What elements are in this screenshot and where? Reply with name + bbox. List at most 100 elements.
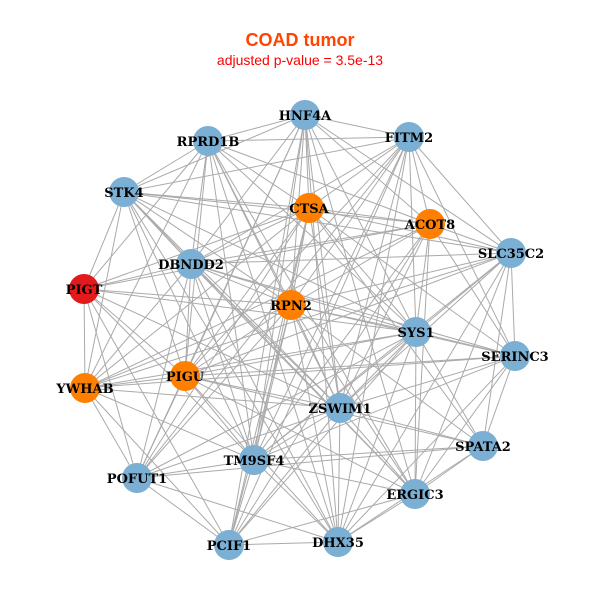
edge-POFUT1-PCIF1 [136,477,230,546]
node-circle [193,126,223,156]
edge-DBNDD2-PIGU [184,263,192,377]
node-label: SERINC3 [481,350,548,365]
node-label: YWHAB [55,382,113,397]
edge-SYS1-ZSWIM1 [339,331,417,409]
edge-RPN2-YWHAB [84,304,292,389]
edge-STK4-SLC35C2 [123,191,512,254]
edge-ACOT8-ERGIC3 [414,223,431,495]
node-circle [70,373,100,403]
edge-STK4-ACOT8 [123,191,431,225]
edge-ZSWIM1-PCIF1 [228,407,341,546]
node-pofut1: POFUT1 [107,463,167,493]
node-dhx35: DHX35 [312,527,364,557]
node-circle [415,209,445,239]
node-circle [122,463,152,493]
edge-CTSA-SPATA2 [308,207,484,447]
edge-FITM2-PCIF1 [228,136,410,546]
node-circle [176,249,206,279]
edge-SYS1-PCIF1 [228,331,417,546]
edge-ACOT8-YWHAB [84,223,431,389]
edge-SERINC3-TM9SF4 [253,355,516,461]
node-circle [276,290,306,320]
edge-CTSA-SLC35C2 [308,207,512,254]
node-circle [294,193,324,223]
edge-SLC35C2-ERGIC3 [414,252,512,495]
edge-PIGU-POFUT1 [136,375,186,479]
edge-PCIF1-DHX35 [228,541,339,546]
edge-RPRD1B-ZSWIM1 [207,140,341,409]
node-hnf4a: HNF4A [279,100,332,130]
edge-HNF4A-DHX35 [304,114,339,543]
edge-RPRD1B-STK4 [123,140,209,193]
node-label: HNF4A [279,109,332,124]
node-circle [170,361,200,391]
edge-STK4-RPN2 [123,191,292,306]
edge-HNF4A-FITM2 [304,114,410,138]
edge-DBNDD2-DHX35 [190,263,339,543]
edge-FITM2-STK4 [123,136,410,193]
node-label: SPATA2 [455,440,511,455]
edge-ACOT8-DBNDD2 [190,223,431,265]
edge-ERGIC3-PCIF1 [228,493,416,546]
edge-RPRD1B-ERGIC3 [207,140,416,495]
edge-DBNDD2-PIGT [83,263,192,290]
node-label: RPN2 [270,299,312,314]
node-circle [109,177,139,207]
edge-FITM2-SLC35C2 [408,136,512,254]
edge-ERGIC3-DHX35 [337,493,416,543]
node-label: PIGU [166,370,205,385]
edge-STK4-TM9SF4 [123,191,255,461]
node-label: RPRD1B [177,135,240,150]
edge-DBNDD2-SERINC3 [190,263,516,357]
edge-RPRD1B-FITM2 [207,136,410,142]
edge-HNF4A-CTSA [304,114,310,209]
edge-CTSA-DBNDD2 [190,207,310,265]
node-serinc3: SERINC3 [481,341,549,371]
edge-SLC35C2-DHX35 [337,252,512,543]
edge-CTSA-SYS1 [308,207,417,333]
node-stk4: STK4 [104,177,144,207]
edge-ZSWIM1-TM9SF4 [253,407,341,461]
edge-STK4-YWHAB [84,191,125,389]
node-circle [325,393,355,423]
edge-SERINC3-SPATA2 [482,355,516,447]
edge-CTSA-TM9SF4 [253,207,310,461]
edge-SLC35C2-SPATA2 [482,252,512,447]
edge-HNF4A-ERGIC3 [304,114,416,495]
node-circle [290,100,320,130]
node-circle [496,238,526,268]
edges [83,114,516,546]
edge-RPN2-ZSWIM1 [290,304,341,409]
edge-SLC35C2-TM9SF4 [253,252,512,461]
edge-SPATA2-TM9SF4 [253,445,484,461]
edge-SERINC3-PIGU [184,355,516,377]
edge-FITM2-SERINC3 [408,136,516,357]
edge-CTSA-PIGT [83,207,310,290]
node-label: PIGT [66,283,103,298]
node-circle [69,274,99,304]
edge-ZSWIM1-ERGIC3 [339,407,416,495]
edge-TM9SF4-ERGIC3 [253,459,416,495]
node-circle [239,445,269,475]
node-rpn2: RPN2 [270,290,312,320]
edge-RPRD1B-YWHAB [84,140,209,389]
node-sys1: SYS1 [397,317,435,347]
edge-ZSWIM1-DHX35 [337,407,341,543]
node-fitm2: FITM2 [385,122,433,152]
node-tm9sf4: TM9SF4 [224,445,284,475]
edge-ZSWIM1-SPATA2 [339,407,484,447]
node-circle [394,122,424,152]
edge-DBNDD2-ZSWIM1 [190,263,341,409]
edge-PIGU-ERGIC3 [184,375,416,495]
edge-RPN2-SPATA2 [290,304,484,447]
node-pigt: PIGT [66,274,103,304]
node-label: STK4 [104,186,143,201]
edge-SYS1-SERINC3 [415,331,516,357]
edge-FITM2-ZSWIM1 [339,136,410,409]
edge-ZSWIM1-POFUT1 [136,407,341,479]
node-pcif1: PCIF1 [207,530,251,560]
edge-CTSA-PIGU [184,207,310,377]
edge-SYS1-YWHAB [84,331,417,389]
